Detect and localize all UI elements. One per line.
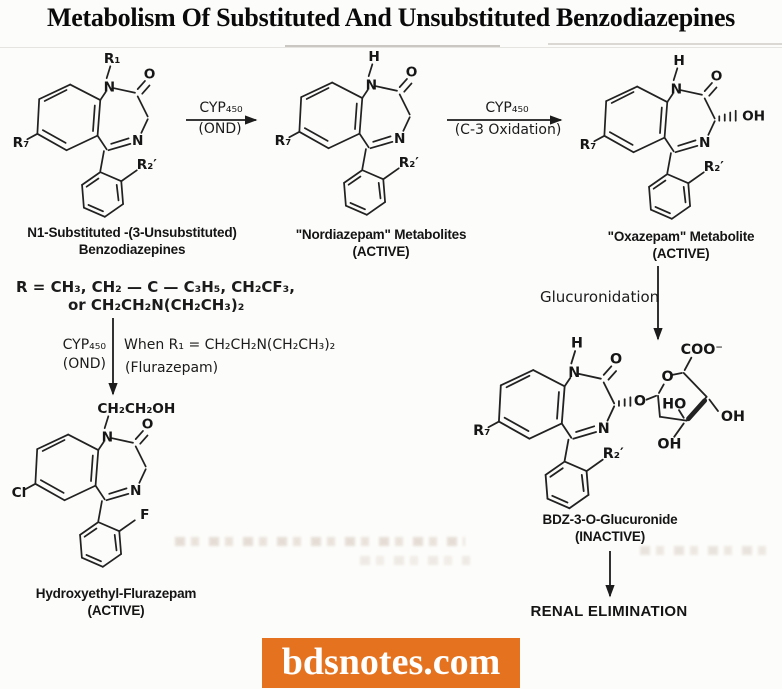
bond-skeleton <box>26 65 151 218</box>
substituent-hydroxyethyl: CH₂CH₂OH <box>97 401 175 417</box>
caption-n1-substituted: N1-Substituted -(3-Unsubstituted) Benzod… <box>27 225 237 258</box>
label-ond-step3: (OND) <box>62 356 106 372</box>
label-ond-step1: (OND) <box>198 121 242 137</box>
scan-artifact <box>360 556 470 565</box>
structure-nordiazepam-metabolite: H N O N R₇ R₂′ <box>275 49 420 216</box>
atom-n4: N <box>130 483 141 499</box>
bond-skeleton <box>487 350 719 510</box>
atom-carbonyl-o: O <box>144 67 156 83</box>
group-carboxylate: COO⁻ <box>681 342 723 358</box>
caption-line-1: "Oxazepam" Metabolite <box>607 229 755 244</box>
scan-artifact <box>548 43 782 45</box>
group-ho: HO <box>662 396 686 412</box>
scan-artifact <box>285 45 500 47</box>
label-condition-flurazepam: When R₁ = CH₂CH₂N(CH₂CH₃)₂ <box>124 337 336 353</box>
page-title: Metabolism Of Substituted And Unsubstitu… <box>46 3 736 32</box>
substituent-r7: R₇ <box>275 133 292 149</box>
caption-line-2: Benzodiazepines <box>78 241 186 257</box>
substituent-r1: R₁ <box>104 51 121 67</box>
substituent-f: F <box>140 507 149 523</box>
label-c3-oxidation-step2: (C-3 Oxidation) <box>454 122 562 138</box>
atom-n4: N <box>394 131 405 147</box>
substituent-h: H <box>368 49 379 65</box>
atom-n1: N <box>568 365 580 381</box>
group-oh-right: OH <box>721 409 745 425</box>
substituent-r2-prime: R₂′ <box>399 155 420 171</box>
group-oh-bottom: OH <box>657 436 681 452</box>
structure-n1-substituted-benzodiazepine: R₁ N O N R₇ R₂′ <box>13 51 158 218</box>
substituent-r2-prime: R₂′ <box>603 446 624 462</box>
substituent-h: H <box>673 53 684 69</box>
atom-n1: N <box>671 81 682 97</box>
legend-line-1: R = CH₃, CH₂ — C — C₃H₅, CH₂CF₃, <box>16 278 295 296</box>
substituent-cl: Cl <box>12 485 27 501</box>
structure-hydroxyethyl-flurazepam: CH₂CH₂OH N O N Cl F <box>12 401 175 568</box>
caption-line-2: (ACTIVE) <box>652 245 710 261</box>
brand-text: bdsnotes.com <box>281 641 501 683</box>
caption-line-2: (INACTIVE) <box>574 528 645 544</box>
caption-line-1: Hydroxyethyl-Flurazepam <box>35 586 197 601</box>
substituent-r7: R₇ <box>473 423 490 439</box>
substituent-c3-oh: OH <box>742 109 765 125</box>
atom-n1: N <box>366 77 377 93</box>
label-flurazepam-name: (Flurazepam) <box>125 360 219 376</box>
atom-n1: N <box>104 79 115 95</box>
bond-skeleton <box>24 415 149 568</box>
substituent-h: H <box>571 335 583 351</box>
bond-skeleton <box>288 63 413 216</box>
caption-line-1: "Nordiazepam" Metabolites <box>295 227 467 242</box>
caption-line-2: (ACTIVE) <box>352 243 410 259</box>
atom-n4: N <box>598 421 610 437</box>
substituent-r2-prime: R₂′ <box>704 159 725 175</box>
atom-n4: N <box>699 135 710 151</box>
atom-glycosidic-o: O <box>634 394 646 410</box>
caption-bdz-glucuronide: BDZ-3-O-Glucuronide (INACTIVE) <box>543 512 678 545</box>
label-cyp450-step2: CYP₄₅₀ <box>485 100 529 116</box>
atom-carbonyl-o: O <box>406 65 418 81</box>
atom-carbonyl-o: O <box>711 69 723 85</box>
caption-line-2: (ACTIVE) <box>87 602 145 618</box>
label-cyp450-step3: CYP₄₅₀ <box>62 337 106 353</box>
label-renal-elimination: RENAL ELIMINATION <box>530 603 688 620</box>
caption-oxazepam: "Oxazepam" Metabolite (ACTIVE) <box>608 229 755 262</box>
caption-line-1: N1-Substituted -(3-Unsubstituted) <box>27 225 237 240</box>
atom-n1: N <box>102 429 113 445</box>
structure-bdz-3-o-glucuronide: H N O N R₇ R₂′ O O COO⁻ HO OH OH <box>473 335 745 510</box>
caption-nordiazepam: "Nordiazepam" Metabolites (ACTIVE) <box>296 227 467 260</box>
substituent-r7: R₇ <box>13 135 30 151</box>
atom-carbonyl-o: O <box>610 352 622 368</box>
atom-sugar-ring-o: O <box>661 369 673 385</box>
r-substituent-legend: R = CH₃, CH₂ — C — C₃H₅, CH₂CF₃, or CH₂C… <box>16 278 295 314</box>
label-cyp450-step1: CYP₄₅₀ <box>199 100 243 116</box>
legend-line-2: or CH₂CH₂N(CH₂CH₃)₂ <box>68 295 245 314</box>
atom-carbonyl-o: O <box>142 417 154 433</box>
structure-oxazepam-metabolite: H N O N R₇ R₂′ OH <box>580 53 765 220</box>
scan-artifact <box>0 47 782 48</box>
scan-artifact <box>640 546 775 555</box>
caption-line-1: BDZ-3-O-Glucuronide <box>542 512 678 527</box>
substituent-r7: R₇ <box>580 137 597 153</box>
bond-skeleton <box>593 67 737 220</box>
scan-artifact <box>175 537 465 546</box>
atom-n4: N <box>132 133 143 149</box>
footer-brand-banner: bdsnotes.com <box>262 638 520 688</box>
label-glucuronidation: Glucuronidation <box>540 288 660 306</box>
substituent-r2-prime: R₂′ <box>137 157 158 173</box>
caption-hydroxyethyl-flurazepam: Hydroxyethyl-Flurazepam (ACTIVE) <box>35 586 197 619</box>
